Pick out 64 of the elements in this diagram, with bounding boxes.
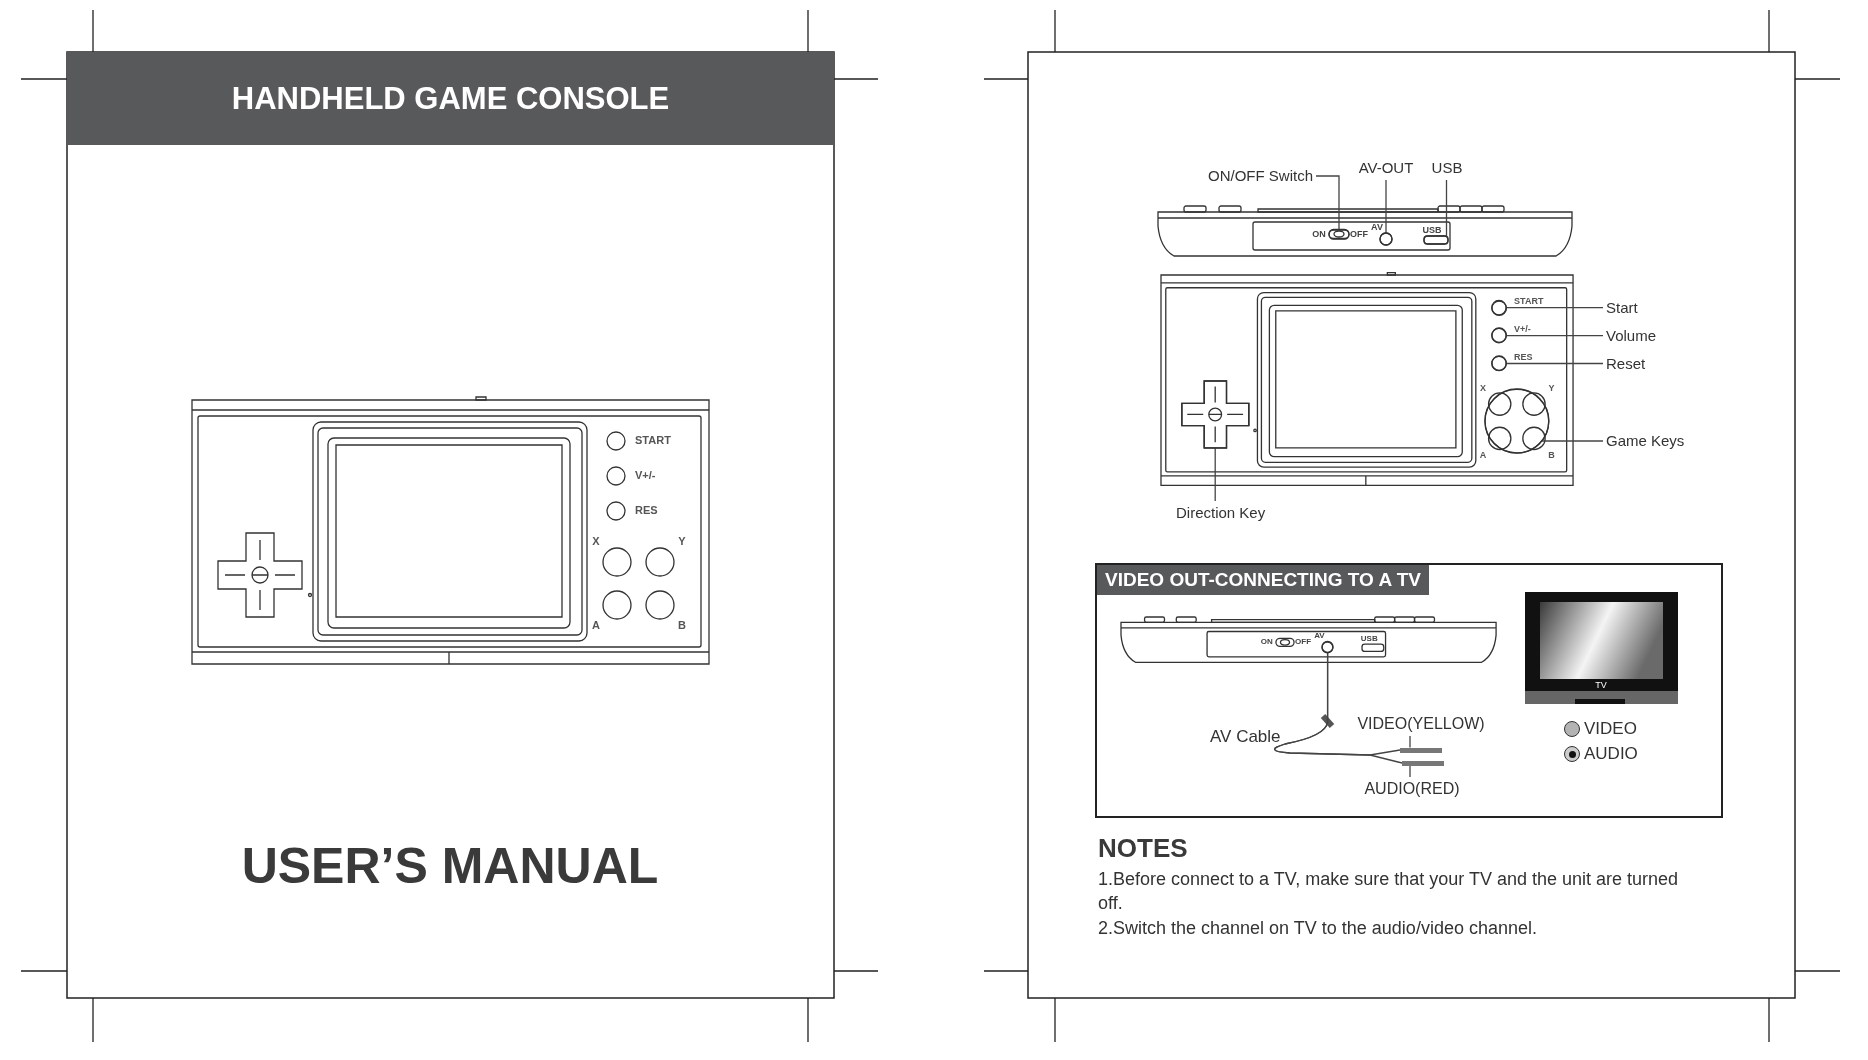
round-button [1491,300,1507,315]
port-marking: AV [1371,221,1383,233]
leader-line [1505,307,1604,309]
av-jack [1380,233,1392,245]
round-button [1491,356,1507,371]
manual-title: USER’S MANUAL [241,837,659,896]
port-marking: ON [1260,637,1273,648]
leader-line [1541,440,1604,442]
note-text: 1.Before connect to a TV, make sure that your TV and the unit are turned off. [1098,868,1680,915]
button-marking: B [678,619,686,633]
cable-label: AV Cable [1210,726,1281,748]
button-marking: Y [678,535,686,549]
notes-heading: NOTES [1098,833,1188,865]
audio-plug [1402,760,1444,766]
callout-label: VIDEO(YELLOW) [1357,715,1485,733]
button-marking: A [592,619,600,633]
leader-line [1214,447,1216,502]
callout-label: Direction Key [1176,504,1266,522]
callout-label: Game Keys [1606,432,1685,450]
legend-text: VIDEO [1584,719,1637,739]
port-marking: USB [1360,633,1378,644]
usb-port [1424,236,1448,244]
panel-heading: VIDEO OUT-CONNECTING TO A TV [1097,565,1429,595]
leader-line [1505,334,1604,337]
button-marking: RES [1514,351,1533,363]
section-panel [1095,563,1723,818]
button-marking: V+/- [635,469,656,483]
port-marking: ON [1312,228,1326,240]
leader-line [1445,179,1448,237]
tv-marking: TV [1595,679,1607,691]
port-marking: USB [1422,224,1442,236]
callout-label: Start [1606,298,1638,317]
button-marking: X [592,535,600,549]
title-band: HANDHELD GAME CONSOLE [67,52,834,145]
callout-label: USB [1431,159,1463,177]
button-marking: RES [635,504,658,518]
slide-switch [1329,229,1349,239]
note-text: 2.Switch the channel on TV to the audio/video channel. [1098,918,1537,940]
round-button [1491,328,1507,343]
leader-line [1409,764,1411,778]
button-marking: START [1514,295,1544,307]
button-marking: A [1479,449,1487,461]
port-marking: OFF [1350,228,1368,240]
direction-pad [1181,381,1249,448]
button-marking: V+/- [1514,323,1531,335]
port-marking: OFF [1295,637,1312,648]
button-ring [1485,389,1549,454]
port-marking: AV [1314,631,1325,641]
callout-label: Volume [1606,326,1657,345]
callout-label: Reset [1606,354,1646,373]
leader-line [1385,179,1387,234]
video-plug [1400,747,1442,753]
callout-label: ON/OFF Switch [1208,167,1313,185]
leader-line [1505,362,1604,365]
button-marking: Y [1548,382,1555,394]
leader-line [1409,735,1411,749]
callout-label: AV-OUT [1358,159,1414,177]
legend-text: AUDIO [1584,744,1638,764]
leader-line [1315,175,1340,231]
button-marking: START [635,434,671,448]
callout-label: AUDIO(RED) [1364,780,1460,798]
button-marking: X [1480,382,1486,394]
av-jack [1322,641,1333,653]
button-marking: B [1548,449,1555,461]
